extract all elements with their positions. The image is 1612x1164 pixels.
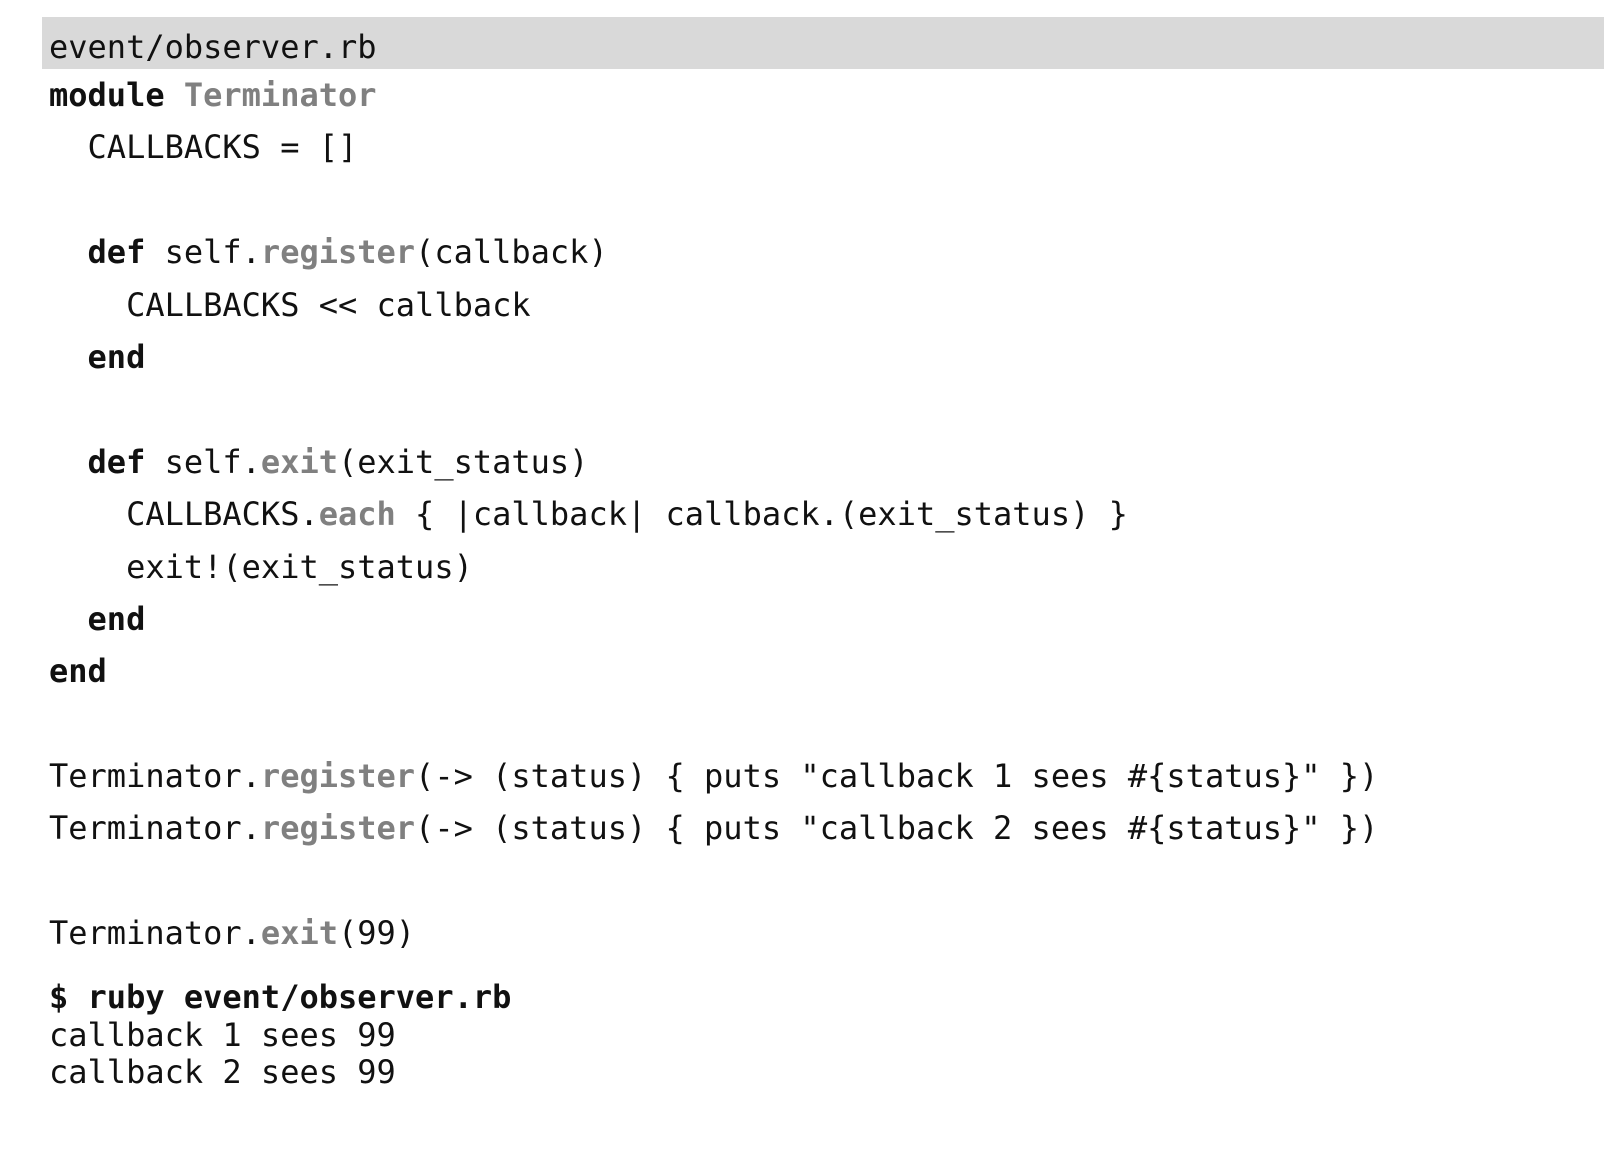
code-text: self. [145, 442, 261, 481]
code-text [49, 600, 88, 638]
code-text [49, 338, 88, 376]
code-text: (callback) [415, 233, 608, 272]
code-line: Terminator.exit(99) [49, 907, 1604, 959]
code-line: CALLBACKS = [] [49, 121, 1604, 173]
terminal-session: $ ruby event/observer.rb callback 1 sees… [49, 978, 512, 1092]
code-line: Terminator.register(-> (status) { puts "… [49, 802, 1604, 854]
code-line: end [49, 645, 1604, 697]
file-name-header: event/observer.rb [42, 17, 1604, 69]
code-identifier: register [260, 233, 416, 272]
code-keyword: end [49, 652, 107, 691]
code-line: Terminator.register(-> (status) { puts "… [49, 750, 1604, 802]
code-identifier: exit [260, 914, 338, 953]
code-text: (99) [337, 914, 416, 953]
code-text [49, 443, 88, 481]
terminal-command: $ ruby event/observer.rb [49, 978, 512, 1016]
code-line: end [49, 331, 1604, 383]
code-text: Terminator. [49, 809, 261, 848]
code-line: CALLBACKS.each { |callback| callback.(ex… [49, 488, 1604, 540]
code-line [49, 698, 1604, 750]
code-identifier: register [260, 757, 416, 796]
code-line [49, 174, 1604, 226]
code-listing: event/observer.rb module Terminator CALL… [42, 17, 1604, 960]
code-text [165, 76, 184, 114]
code-identifier: exit [260, 442, 338, 481]
code-text: (exit_status) [337, 442, 589, 481]
code-text: CALLBACKS. [49, 495, 319, 534]
code-line: module Terminator [49, 69, 1604, 121]
code-text: CALLBACKS << callback [49, 285, 531, 324]
code-keyword: module [49, 76, 165, 114]
code-text: CALLBACKS = [] [49, 128, 358, 167]
code-line: def self.exit(exit_status) [49, 436, 1604, 488]
code-text: Terminator. [49, 914, 261, 953]
code-line [49, 383, 1604, 435]
code-block: module Terminator CALLBACKS = [] def sel… [42, 69, 1604, 960]
code-line: exit!(exit_status) [49, 541, 1604, 593]
code-line: def self.register(callback) [49, 226, 1604, 278]
code-line [49, 855, 1604, 907]
code-text: Terminator. [49, 757, 261, 796]
code-line: CALLBACKS << callback [49, 279, 1604, 331]
code-keyword: end [87, 599, 146, 638]
code-keyword: def [87, 442, 146, 481]
code-text: (-> (status) { puts "callback 2 sees #{s… [415, 809, 1379, 848]
code-identifier: Terminator [183, 76, 377, 114]
code-identifier: each [318, 495, 396, 534]
code-keyword: end [87, 337, 146, 376]
code-line: end [49, 593, 1604, 645]
code-text [49, 233, 88, 271]
code-text: self. [145, 233, 261, 272]
code-text: { |callback| callback.(exit_status) } [395, 495, 1128, 534]
terminal-output-line: callback 2 sees 99 [49, 1053, 396, 1091]
code-text: exit!(exit_status) [49, 547, 473, 586]
terminal-output-line: callback 1 sees 99 [49, 1015, 396, 1054]
code-text: (-> (status) { puts "callback 1 sees #{s… [415, 757, 1379, 796]
code-identifier: register [260, 809, 416, 848]
code-keyword: def [87, 233, 146, 272]
